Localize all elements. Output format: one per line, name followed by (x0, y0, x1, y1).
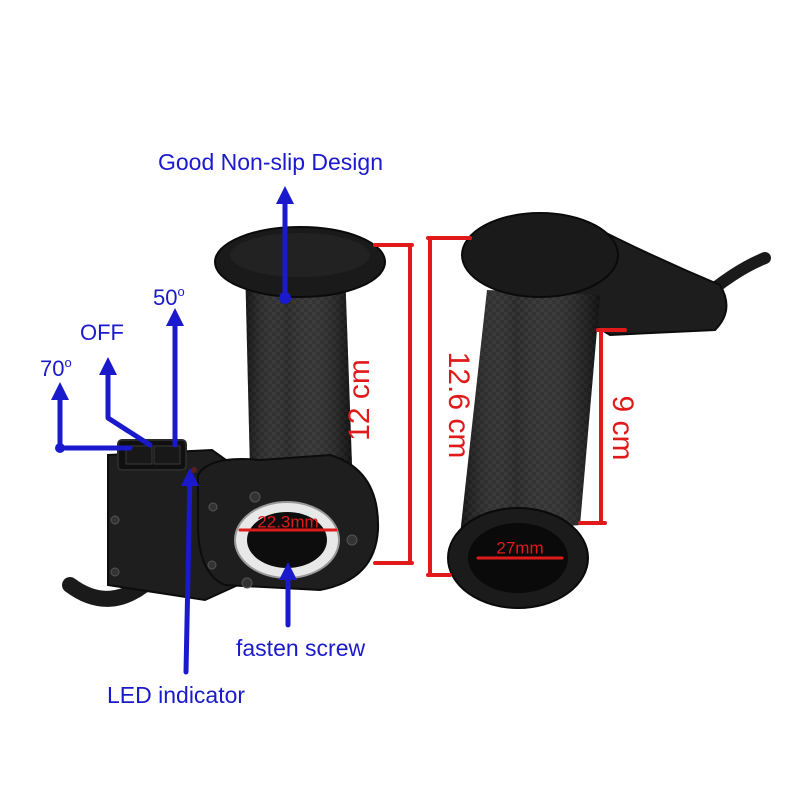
label-non-slip-design: Good Non-slip Design (158, 149, 384, 175)
led-light (191, 467, 197, 473)
label-inner-diameter-right: 27mm (496, 538, 544, 558)
label-throttle-length: 9 cm (606, 395, 639, 461)
label-led-indicator: LED indicator (107, 682, 246, 708)
right-throttle-grip (447, 212, 771, 609)
label-total-length: 12.6 cm (442, 351, 475, 459)
screw-hole (249, 491, 261, 503)
label-grip-length: 12 cm (343, 359, 376, 441)
screw-hole (241, 577, 253, 589)
label-50-degree: 50o (153, 284, 185, 310)
screw-hole (110, 567, 120, 577)
label-fasten-screw: fasten screw (236, 635, 366, 661)
label-70-degree: 70o (40, 355, 72, 381)
left-heated-grip (62, 226, 386, 607)
screw-hole (110, 515, 120, 525)
screw-hole (208, 502, 218, 512)
screw-hole (346, 534, 358, 546)
right-grip-flange (461, 212, 619, 298)
dimension-lines (238, 236, 627, 577)
screw-hole (207, 560, 217, 570)
degree-mark: o (64, 355, 72, 370)
label-inner-diameter-left: 22.3mm (257, 512, 319, 532)
degree-mark: o (177, 284, 185, 299)
annotation-arrowheads (51, 186, 297, 580)
label-off: OFF (80, 320, 124, 345)
